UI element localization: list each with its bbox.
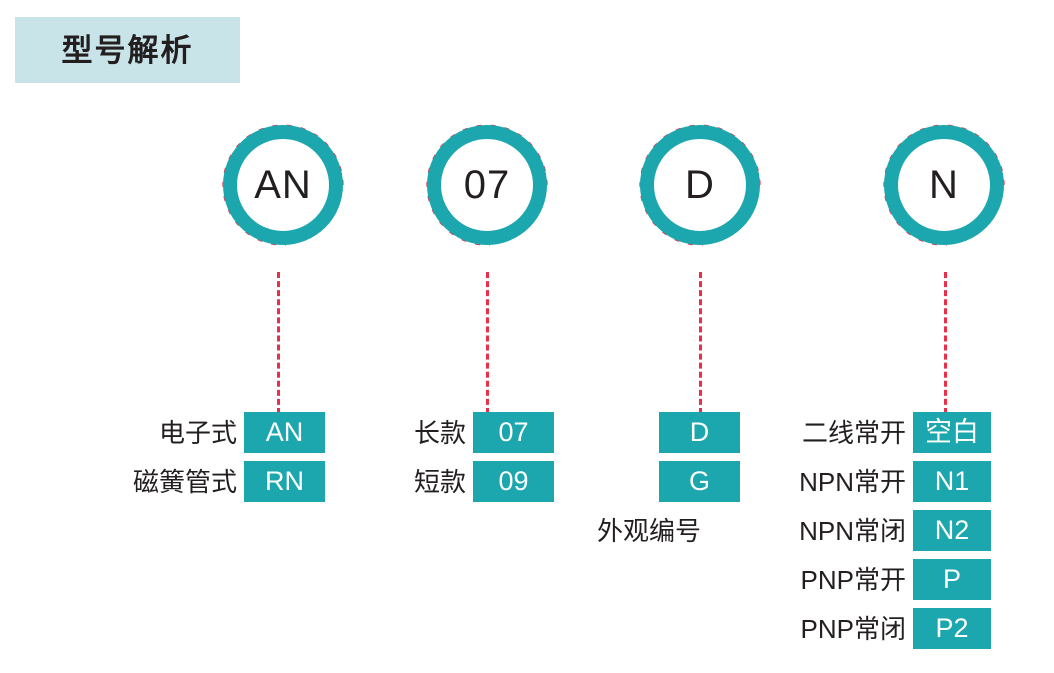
page-title-box: 型号解析	[15, 17, 240, 83]
legend-row: PNP常闭 P2	[760, 608, 991, 649]
code-circle-2: 07	[415, 113, 559, 257]
legend-row: PNP常开 P	[760, 559, 991, 600]
legend-label: NPN常开	[799, 466, 906, 497]
legend-group-output: 二线常开 空白 NPN常开 N1 NPN常闭 N2 PNP常开 P PNP常闭 …	[760, 412, 991, 657]
legend-code-badge: D	[659, 412, 740, 453]
legend-row: NPN常开 N1	[760, 461, 991, 502]
connector-line-1	[277, 272, 280, 414]
legend-code-badge: 07	[473, 412, 554, 453]
connector-line-2	[486, 272, 489, 414]
page-title: 型号解析	[61, 32, 194, 68]
code-circle-2-label: 07	[463, 163, 511, 207]
legend-label: PNP常闭	[800, 613, 906, 644]
code-circle-4: N	[872, 113, 1016, 257]
legend-row: 磁簧管式 RN	[82, 461, 325, 502]
legend-code-badge: G	[659, 461, 740, 502]
legend-code-badge: 09	[473, 461, 554, 502]
legend-code-badge: P2	[913, 608, 991, 649]
legend-code-badge: 空白	[913, 412, 991, 453]
legend-label: 长款	[413, 417, 466, 448]
legend-code-badge: N1	[913, 461, 991, 502]
legend-row: 长款 07	[371, 412, 554, 453]
code-circle-1: AN	[211, 113, 355, 257]
code-circle-3: D	[628, 113, 772, 257]
code-circle-1-ring: AN	[223, 125, 343, 245]
legend-label: 二线常开	[801, 417, 906, 448]
legend-row: D	[659, 412, 740, 453]
legend-group-type: 电子式 AN 磁簧管式 RN	[82, 412, 325, 510]
connector-line-4	[944, 272, 947, 414]
legend-code-badge: RN	[244, 461, 325, 502]
code-circle-3-ring: D	[640, 125, 760, 245]
legend-code-badge: P	[913, 559, 991, 600]
code-circle-4-ring: N	[884, 125, 1004, 245]
code-circle-3-label: D	[685, 163, 715, 207]
legend-code-badge: N2	[913, 510, 991, 551]
appearance-caption: 外观编号	[597, 516, 702, 546]
legend-row: G	[659, 461, 740, 502]
code-circle-4-label: N	[929, 163, 959, 207]
legend-group-appearance: D G	[659, 412, 740, 510]
legend-label: 磁簧管式	[132, 466, 237, 497]
legend-group-length: 长款 07 短款 09	[371, 412, 554, 510]
legend-code-badge: AN	[244, 412, 325, 453]
legend-row: 二线常开 空白	[760, 412, 991, 453]
connector-line-3	[699, 272, 702, 414]
legend-label: 电子式	[158, 417, 237, 448]
legend-row: 短款 09	[371, 461, 554, 502]
legend-row: 电子式 AN	[82, 412, 325, 453]
legend-row: NPN常闭 N2	[760, 510, 991, 551]
legend-label: 短款	[413, 466, 466, 497]
code-circle-2-ring: 07	[427, 125, 547, 245]
legend-label: PNP常开	[800, 564, 906, 595]
legend-label: NPN常闭	[799, 515, 906, 546]
code-circle-1-label: AN	[254, 163, 312, 207]
